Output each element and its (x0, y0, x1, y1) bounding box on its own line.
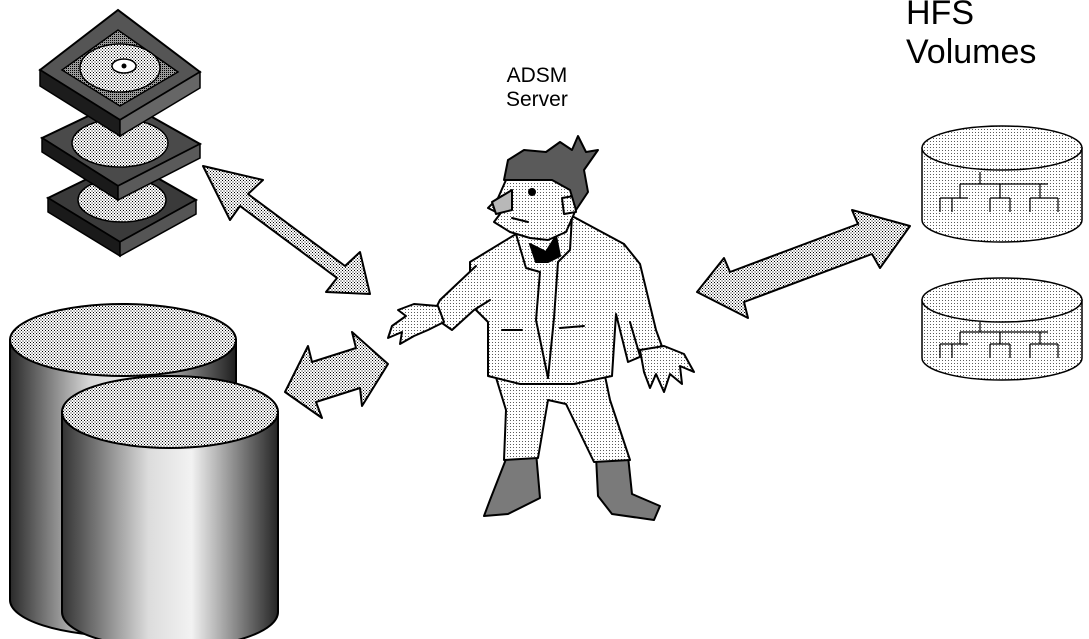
bow-tie (529, 235, 561, 263)
nose (491, 189, 513, 215)
right-hand (639, 345, 695, 393)
server-person-icon (387, 135, 695, 521)
hfs-volumes-label: HFS Volumes (906, 0, 1036, 72)
eye (528, 188, 536, 196)
hfs-volumes-label-line2: Volumes (906, 33, 1037, 72)
hfs-volume-icon (921, 125, 1083, 381)
hair (503, 135, 599, 211)
hfs-volume-top (921, 125, 1083, 243)
server-label-line2: Server (506, 88, 568, 112)
hfs-volume-bottom (921, 277, 1083, 381)
optical-cartridge-stack-icon (38, 8, 203, 258)
jacket-pocket (559, 325, 585, 329)
right-shoe (595, 455, 661, 521)
arrow-tapes-server (202, 165, 371, 295)
arrow-disks-server (284, 331, 389, 419)
directory-tree-icon (939, 172, 1059, 212)
left-shoe (483, 451, 541, 517)
lapel (547, 215, 573, 379)
server-label-line1: ADSM (506, 64, 568, 87)
right-arm (623, 243, 665, 357)
arrow-server-volumes (696, 209, 911, 319)
dasd-cylinder-icon (9, 303, 279, 639)
double-arrow-icon (202, 165, 911, 419)
left-hand (387, 303, 445, 345)
cartridge-middle (39, 98, 203, 202)
mouth (511, 217, 529, 223)
cylinder-front (61, 375, 279, 639)
lapel (515, 233, 549, 379)
cartridge-bottom (45, 158, 199, 258)
server-label: ADSM Server (506, 64, 568, 112)
cartridge-top (38, 8, 202, 138)
hfs-volumes-label-line1: HFS (906, 0, 974, 32)
jacket (469, 215, 657, 385)
directory-tree-icon (939, 322, 1059, 358)
